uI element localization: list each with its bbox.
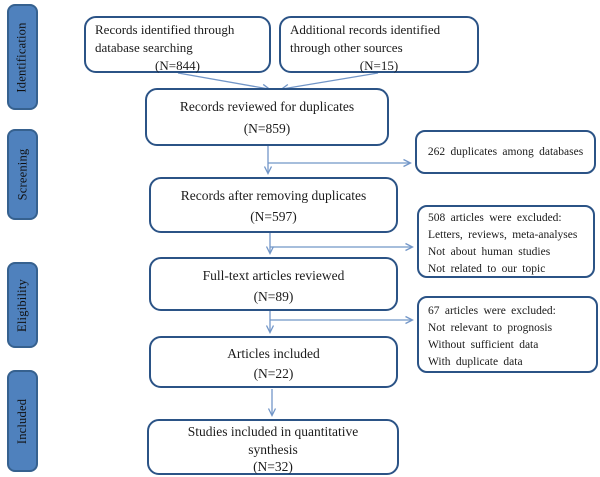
stage-eligibility: Eligibility bbox=[7, 262, 38, 348]
box-count: (N=32) bbox=[253, 459, 293, 474]
box-records-after-removing-duplicates: Records after removing duplicates (N=597… bbox=[149, 177, 398, 233]
box-count: (N=844) bbox=[155, 58, 200, 73]
box-text: database searching bbox=[95, 40, 193, 55]
box-text: Records after removing duplicates bbox=[180, 188, 367, 203]
box-count: (N=22) bbox=[253, 366, 294, 381]
box-text: 262 duplicates among databases bbox=[427, 145, 584, 158]
stage-included: Included bbox=[7, 370, 38, 472]
box-count: (N=859) bbox=[243, 121, 291, 136]
box-text: through other sources bbox=[290, 40, 403, 55]
box-text: 508 articles were excluded: bbox=[428, 212, 562, 224]
box-records-reviewed-duplicates: Records reviewed for duplicates (N=859) bbox=[145, 88, 389, 146]
box-additional-records-other-sources: Additional records identified through ot… bbox=[279, 16, 479, 73]
box-articles-included: Articles included (N=22) bbox=[149, 336, 398, 388]
box-text: Full-text articles reviewed bbox=[202, 268, 345, 283]
box-duplicates-among-databases: 262 duplicates among databases bbox=[415, 130, 596, 174]
box-text: Not related to our topic bbox=[428, 263, 546, 275]
stage-identification: Identification bbox=[7, 4, 38, 110]
stage-screening: Screening bbox=[7, 129, 38, 220]
box-studies-quantitative-synthesis: Studies included in quantitative synthes… bbox=[147, 419, 399, 475]
box-count: (N=597) bbox=[250, 209, 297, 224]
box-text: Records identified through bbox=[95, 22, 235, 37]
stage-included-label: Included bbox=[15, 398, 29, 444]
box-text: Letters, reviews, meta-analyses bbox=[428, 229, 578, 241]
stage-screening-label: Screening bbox=[15, 148, 30, 201]
box-text: Articles included bbox=[227, 346, 320, 361]
box-count: (N=15) bbox=[359, 58, 399, 73]
box-text: Not relevant to prognosis bbox=[428, 322, 553, 334]
box-text: Not about human studies bbox=[428, 246, 551, 258]
box-text: 67 articles were excluded: bbox=[428, 305, 556, 317]
box-excluded-67: 67 articles were excluded: Not relevant … bbox=[417, 296, 598, 373]
stage-eligibility-label: Eligibility bbox=[15, 278, 29, 332]
box-text: Additional records identified bbox=[290, 22, 441, 37]
box-text: synthesis bbox=[248, 441, 298, 457]
box-text: With duplicate data bbox=[428, 356, 523, 368]
stage-identification-label: Identification bbox=[15, 21, 30, 93]
box-count: (N=89) bbox=[253, 289, 294, 304]
box-text: Studies included in quantitative bbox=[187, 424, 359, 439]
box-text: Records reviewed for duplicates bbox=[179, 99, 355, 114]
arrow-othersources-to-reviewed bbox=[280, 72, 379, 93]
box-fulltext-articles-reviewed: Full-text articles reviewed (N=89) bbox=[149, 257, 398, 311]
arrow-dbsearch-to-reviewed bbox=[177, 72, 271, 92]
box-records-identified-database: Records identified through database sear… bbox=[84, 16, 271, 73]
box-excluded-508: 508 articles were excluded: Letters, rev… bbox=[417, 205, 595, 278]
box-text: Without sufficient data bbox=[428, 339, 539, 351]
